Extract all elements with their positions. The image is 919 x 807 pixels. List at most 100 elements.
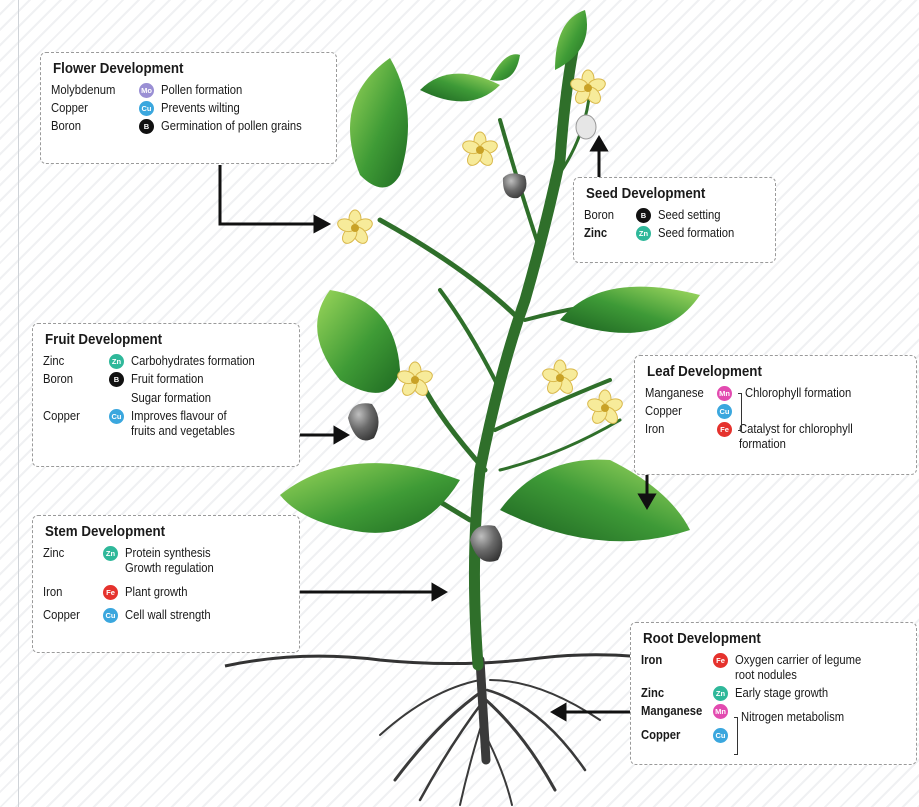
nutrient-row: Molybdenum Mo Pollen formation [51, 83, 326, 98]
flower-development-box: Flower Development Molybdenum Mo Pollen … [40, 52, 337, 164]
function-text: Early stage growth [735, 686, 829, 700]
element-name: Iron [43, 585, 63, 599]
function-text: Prevents wilting [161, 101, 240, 115]
nutrient-row: Manganese Mn Nitrogen metabolism [641, 704, 906, 725]
roots [379, 655, 601, 806]
nutrient-row: Copper Cu [641, 728, 906, 743]
nutrient-row: Copper Cu Cell wall strength [43, 608, 289, 623]
function-text: Protein synthesis [125, 546, 211, 560]
element-name: Boron [584, 208, 615, 222]
element-name: Copper [43, 608, 80, 622]
leaf-development-box: Leaf Development Manganese Mn Chlorophyl… [634, 355, 917, 475]
element-name: Boron [51, 119, 82, 133]
function-text: Catalyst for chlorophyll [739, 422, 853, 436]
nutrient-row: Zinc Zn Early stage growth [641, 686, 906, 701]
nutrient-row: Zinc Zn Protein synthesis Growth regulat… [43, 546, 289, 576]
left-border-line [18, 0, 19, 807]
root-development-box: Root Development Iron Fe Oxygen carrier … [630, 622, 917, 765]
function-text: Carbohydrates formation [131, 354, 255, 368]
copper-badge-icon: Cu [109, 409, 124, 424]
arrows [218, 135, 657, 722]
function-text: Nitrogen metabolism [741, 710, 845, 724]
fruit-2 [348, 403, 379, 441]
function-text: Oxygen carrier of legume [735, 653, 862, 667]
copper-badge-icon: Cu [713, 728, 728, 743]
fruit-3 [470, 525, 503, 562]
fruit-development-box: Fruit Development Zinc Zn Carbohydrates … [32, 323, 300, 467]
element-name: Copper [43, 409, 80, 423]
box-title: Leaf Development [647, 364, 762, 380]
iron-badge-icon: Fe [103, 585, 118, 600]
box-title: Flower Development [53, 61, 184, 77]
iron-badge-icon: Fe [717, 422, 732, 437]
nutrient-row: Iron Fe Plant growth [43, 585, 289, 600]
boron-badge-icon: B [636, 208, 651, 223]
box-title: Stem Development [45, 524, 166, 540]
nutrient-row: Copper Cu Improves flavour of fruits and… [43, 409, 289, 439]
element-name: Copper [51, 101, 88, 115]
boron-badge-icon: B [109, 372, 124, 387]
flower-5 [540, 359, 580, 397]
nutrient-row: Zinc Zn Carbohydrates formation [43, 354, 289, 369]
function-text-2: root nodules [735, 668, 797, 682]
function-text: Fruit formation [131, 372, 204, 386]
element-name: Manganese [645, 386, 704, 400]
element-name: Copper [645, 404, 682, 418]
nutrient-row: Copper Cu Prevents wilting [51, 101, 326, 116]
seed-development-box: Seed Development Boron B Seed setting Zi… [573, 177, 776, 263]
nutrient-row: Copper Cu [645, 404, 906, 419]
zinc-badge-icon: Zn [713, 686, 728, 701]
flower-1 [335, 209, 375, 247]
copper-badge-icon: Cu [139, 101, 154, 116]
ground-line [224, 653, 681, 668]
element-name: Zinc [641, 686, 665, 700]
element-name: Copper [641, 728, 681, 742]
zinc-badge-icon: Zn [109, 354, 124, 369]
boron-badge-icon: B [139, 119, 154, 134]
manganese-badge-icon: Mn [713, 704, 728, 719]
zinc-badge-icon: Zn [636, 226, 651, 241]
copper-badge-icon: Cu [103, 608, 118, 623]
element-name: Iron [641, 653, 663, 667]
nutrient-row: Zinc Zn Seed formation [584, 226, 765, 241]
function-text: Seed formation [658, 226, 735, 240]
manganese-badge-icon: Mn [717, 386, 732, 401]
molybdenum-badge-icon: Mo [139, 83, 154, 98]
element-name: Boron [43, 372, 74, 386]
flower-2 [460, 131, 500, 169]
function-text: Improves flavour of [131, 409, 227, 423]
function-text: Cell wall strength [125, 608, 211, 622]
function-text: Germination of pollen grains [161, 119, 302, 133]
iron-badge-icon: Fe [713, 653, 728, 668]
nutrient-row: Boron B Fruit formation Sugar formation [43, 372, 289, 406]
element-name: Zinc [584, 226, 608, 240]
element-name: Manganese [641, 704, 703, 718]
copper-badge-icon: Cu [717, 404, 732, 419]
leaves [280, 10, 700, 542]
function-text-2: fruits and vegetables [131, 424, 235, 438]
bracket-line [734, 717, 738, 755]
element-name: Zinc [43, 354, 65, 368]
box-title: Seed Development [586, 186, 706, 202]
function-text: Plant growth [125, 585, 188, 599]
stems [377, 34, 662, 671]
stem-development-box: Stem Development Zinc Zn Protein synthes… [32, 515, 300, 653]
box-title: Fruit Development [45, 332, 163, 348]
fruit-1 [502, 173, 527, 199]
function-text: Pollen formation [161, 83, 243, 97]
element-name: Zinc [43, 546, 65, 560]
zinc-badge-icon: Zn [103, 546, 118, 561]
nutrient-row: Iron Fe Oxygen carrier of legume root no… [641, 653, 906, 683]
nutrient-row: Iron Fe Catalyst for chlorophyll formati… [645, 422, 906, 452]
nutrient-row: Boron B Germination of pollen grains [51, 119, 326, 134]
nutrient-row: Boron B Seed setting [584, 208, 765, 223]
seed-pod [575, 114, 597, 140]
function-text-2: formation [739, 437, 786, 451]
function-text-2: Sugar formation [131, 391, 212, 405]
function-text: Chlorophyll formation [745, 386, 852, 400]
box-title: Root Development [643, 631, 761, 647]
element-name: Molybdenum [51, 83, 116, 97]
function-text: Seed setting [658, 208, 721, 222]
nutrient-row: Manganese Mn Chlorophyll formation [645, 386, 906, 401]
